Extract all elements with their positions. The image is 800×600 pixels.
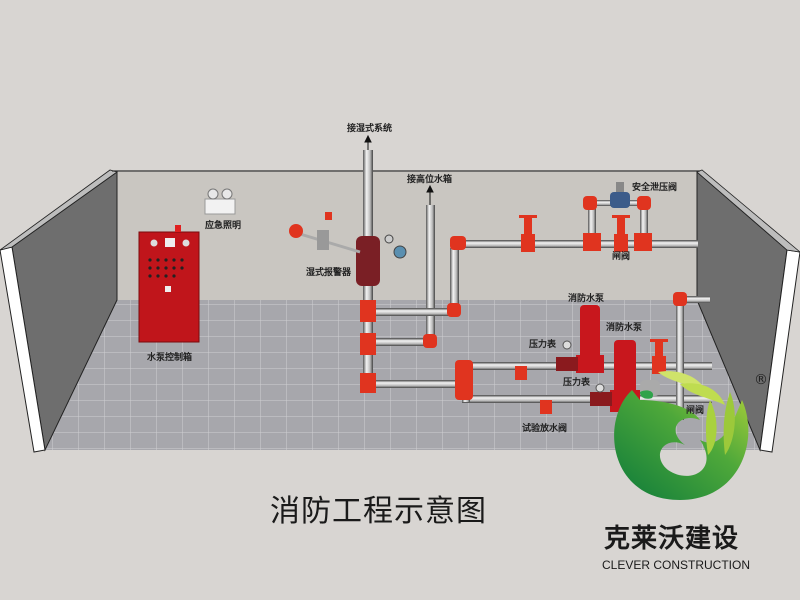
valves: [289, 182, 668, 414]
pipe-fittings: [360, 196, 687, 400]
left-wall-top: [0, 169, 118, 251]
label-control-cabinet: 水泵控制箱: [147, 353, 193, 363]
right-wall-top: [696, 169, 800, 253]
label-safety-relief-valve: 安全泄压阀: [632, 183, 678, 193]
brand-name-en: CLEVER CONSTRUCTION: [602, 558, 751, 572]
emergency-light: [204, 188, 236, 215]
label-fire-pump-2: 消防水泵: [606, 323, 643, 333]
label-gate-valve-top: 闸阀: [612, 252, 631, 262]
label-wet-alarm: 湿式报警器: [306, 268, 352, 278]
brand-logo: [614, 371, 749, 500]
arrow-up-icon: [426, 184, 434, 193]
label-gate-valve-bottom: 闸阀: [686, 406, 705, 416]
fire-pump-1: [556, 305, 604, 373]
pressure-gauge-icon: [595, 383, 605, 393]
label-pressure-gauge-1: 压力表: [529, 340, 557, 350]
arrow-up-icon: [364, 134, 372, 143]
pump-control-cabinet: [138, 225, 200, 343]
safety-relief-valve-icon: [610, 182, 630, 208]
label-emergency-light: 应急照明: [205, 221, 242, 231]
label-test-drain-valve: 试验放水阀: [522, 424, 568, 434]
label-fire-pump-1: 消防水泵: [568, 294, 605, 304]
label-wet-system: 接湿式系统: [347, 124, 393, 134]
label-high-tank: 接高位水箱: [407, 175, 453, 185]
brand-name-cn: 克莱沃建设: [604, 524, 740, 554]
fire-pump-2: [590, 340, 640, 412]
pressure-gauge-icon: [562, 340, 572, 350]
wet-alarm-valve-icon: [289, 212, 407, 286]
label-pressure-gauge-2: 压力表: [563, 378, 591, 388]
registered-mark: ®: [754, 372, 768, 388]
fire-pumps: [556, 305, 660, 412]
gate-valve-icon: [515, 215, 668, 414]
back-wall: [117, 172, 697, 300]
diagram-title: 消防工程示意图: [270, 494, 487, 529]
arrows: [364, 134, 434, 205]
